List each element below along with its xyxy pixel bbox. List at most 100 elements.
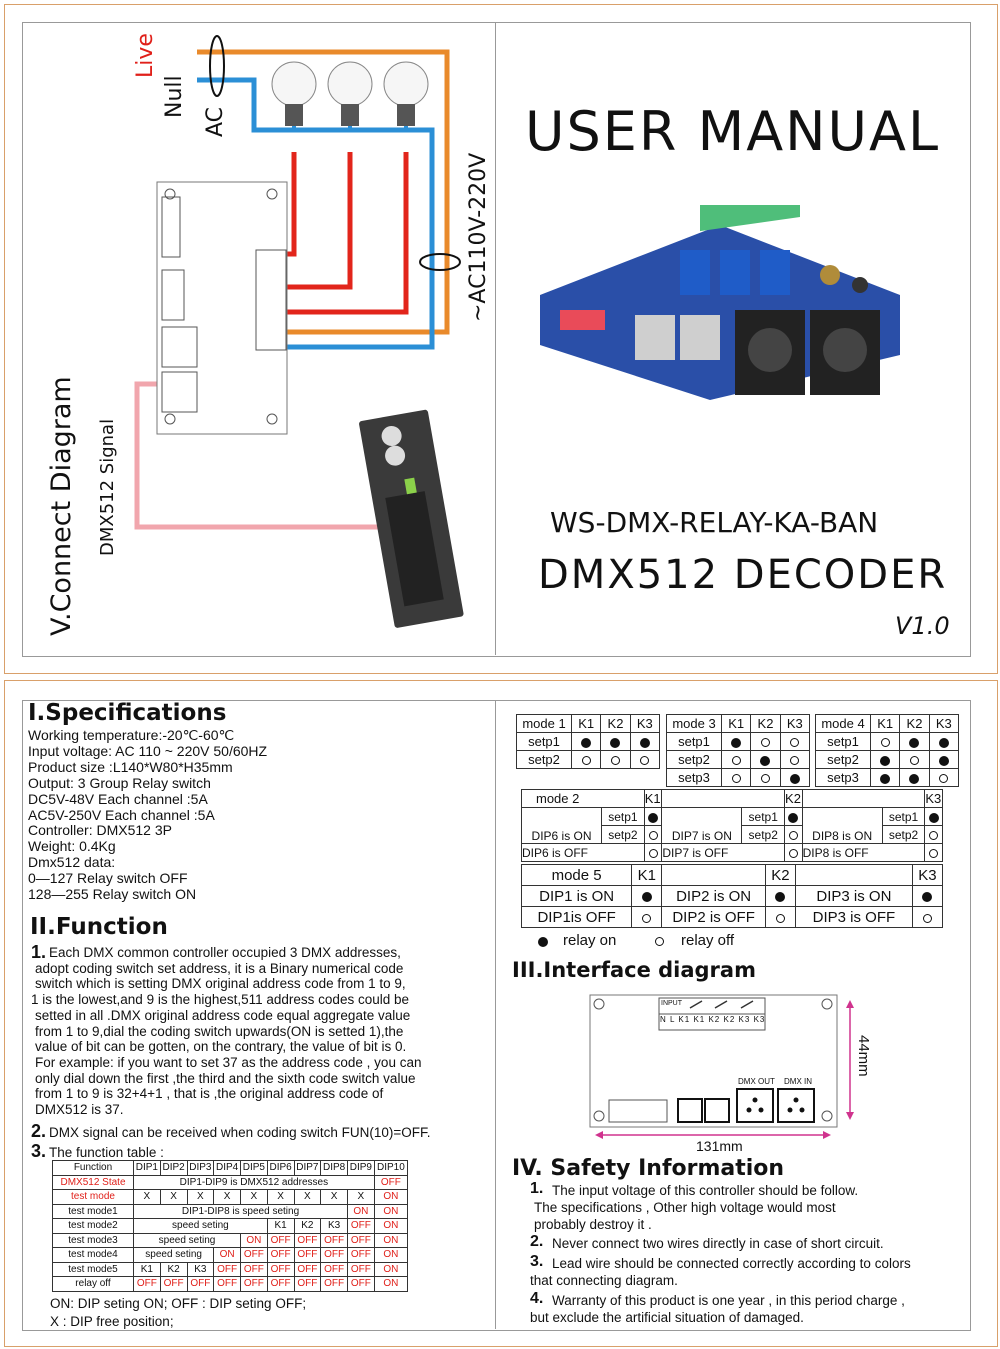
- table-cell: K2: [600, 714, 631, 733]
- table-row: setp2 setp2 setp2: [522, 825, 943, 844]
- relay-off-icon: [939, 774, 949, 784]
- table-cell: [869, 732, 901, 751]
- relay-off-icon: [610, 756, 620, 766]
- table-cell: DMX512 State: [52, 1174, 134, 1190]
- table-cell: [784, 843, 803, 862]
- table-cell: OFF: [266, 1232, 295, 1248]
- table-cell: OFF: [320, 1247, 348, 1263]
- spec-panel: [4, 680, 998, 1347]
- table-row: DMX512 State DIP1-DIP9 is DMX512 address…: [52, 1174, 409, 1190]
- table-header-cell: DIP3: [186, 1160, 215, 1176]
- table-cell: X: [213, 1189, 241, 1205]
- table-cell: K1: [643, 789, 663, 808]
- voltage-label: ~AC110V-220V: [466, 152, 491, 322]
- table-cell: test mode4: [52, 1247, 134, 1263]
- table-cell: DIP7 is ON: [661, 807, 743, 844]
- table-cell: [869, 750, 901, 769]
- relay-off-icon: [760, 774, 770, 784]
- relay-off-icon: [790, 738, 800, 748]
- legend-relay-on: relay on: [563, 932, 617, 949]
- mode5-table: mode 5 K1 K2 K3 DIP1 is ON DIP2 is ON DI…: [520, 864, 944, 928]
- manual-title: USER MANUAL: [525, 100, 941, 163]
- table-row: test mode4 speed seting ON OFF OFF OFF O…: [52, 1247, 409, 1263]
- product-name: DMX512 DECODER: [538, 552, 948, 598]
- table-cell: [631, 885, 663, 907]
- spec-line: Product size :L140*W80*H35mm: [28, 758, 233, 775]
- table-row: mode 3 K1 K2 K3: [666, 714, 811, 733]
- table-cell: ON: [240, 1232, 268, 1248]
- table-header-cell: DIP1: [133, 1160, 161, 1176]
- table-cell: K3: [928, 714, 960, 733]
- safety-item-num: 1.: [530, 1180, 544, 1197]
- table-cell: DIP1 is ON: [520, 885, 633, 907]
- relay-on-icon: [775, 892, 786, 903]
- table-cell: [899, 768, 930, 787]
- function-item1-num: 1.: [31, 942, 47, 962]
- table-cell: setp2: [741, 825, 786, 844]
- table-header-cell: DIP4: [213, 1160, 241, 1176]
- relay-off-icon: [640, 756, 650, 766]
- function-note-x: X : DIP free position;: [50, 1314, 174, 1329]
- table-row: test mode1 DIP1-DIP8 is speed seting ON …: [52, 1203, 409, 1219]
- table-cell: ON: [347, 1203, 375, 1219]
- light-bulb-icon: [271, 61, 317, 126]
- table-cell: [643, 843, 663, 862]
- table-cell: [661, 789, 786, 808]
- table-row: setp1: [815, 732, 960, 751]
- relay-off-icon: [880, 738, 890, 748]
- cover-frame: [22, 22, 971, 657]
- table-cell: X: [133, 1189, 161, 1205]
- table-cell: [794, 864, 913, 886]
- table-row: DIP6 is ON setp1 DIP7 is ON setp1 DIP8 i…: [520, 807, 943, 844]
- table-cell: OFF: [347, 1218, 375, 1234]
- table-cell: setp3: [815, 768, 871, 787]
- safety-item-line: Never connect two wires directly in case…: [552, 1236, 884, 1251]
- table-cell: setp1: [666, 732, 722, 751]
- table-cell: K1: [570, 714, 602, 733]
- table-cell: K1: [631, 864, 663, 886]
- table-cell: OFF: [186, 1276, 215, 1292]
- table-cell: [801, 789, 926, 808]
- relay-on-icon: [538, 937, 548, 947]
- model-number: WS-DMX-RELAY-KA-BAN: [550, 506, 879, 539]
- table-cell: setp1: [516, 732, 572, 751]
- relay-on-icon: [880, 755, 891, 766]
- table-cell: OFF: [159, 1276, 188, 1292]
- relay-on-icon: [581, 737, 592, 748]
- function-item1-line: from 1 to 9,dial the coding switch upwar…: [35, 1023, 404, 1039]
- table-cell: K3: [924, 789, 943, 808]
- table-cell: [899, 750, 930, 769]
- function-item3-num: 3.: [31, 1141, 47, 1161]
- cover-divider: [495, 22, 496, 655]
- table-cell: DIP2 is ON: [661, 885, 766, 907]
- table-cell: ON: [373, 1247, 409, 1263]
- function-item1-line: For example: if you want to set 37 as th…: [35, 1054, 422, 1070]
- table-cell: K2: [764, 864, 796, 886]
- safety-item-line: The specifications , Other high voltage …: [534, 1200, 836, 1215]
- spec-line: AC5V-250V Each channel :5A: [28, 806, 215, 823]
- relay-on-icon: [928, 812, 939, 823]
- connect-diagram: [134, 35, 464, 628]
- table-cell: K3: [779, 714, 811, 733]
- spec-line: Dmx512 data:: [28, 854, 116, 871]
- table-cell: ON: [373, 1261, 409, 1277]
- table-cell: [570, 750, 602, 769]
- table-cell: test mode: [52, 1189, 134, 1205]
- version-label: V1.0: [895, 612, 950, 640]
- table-header-cell: DIP10: [373, 1160, 409, 1176]
- spec-line: Output: 3 Group Relay switch: [28, 774, 211, 791]
- light-bulb-icon: [383, 61, 429, 126]
- function-item1-line: setted in all .DMX original address code…: [35, 1007, 411, 1023]
- table-cell: [600, 732, 631, 751]
- table-cell: OFF: [293, 1232, 322, 1248]
- table-cell: OFF: [320, 1276, 348, 1292]
- table-cell: [924, 843, 943, 862]
- table-header-cell: DIP5: [240, 1160, 268, 1176]
- table-cell: setp2: [815, 750, 871, 769]
- table-cell: relay off: [52, 1276, 134, 1292]
- safety-item-line: probably destroy it .: [534, 1217, 652, 1232]
- table-cell: DIP7 is OFF: [661, 843, 786, 862]
- relay-off-icon: [760, 738, 770, 748]
- terminal-label: N: [660, 1015, 667, 1024]
- function-item1-line: adopt coding switch set address, it is a…: [35, 960, 404, 976]
